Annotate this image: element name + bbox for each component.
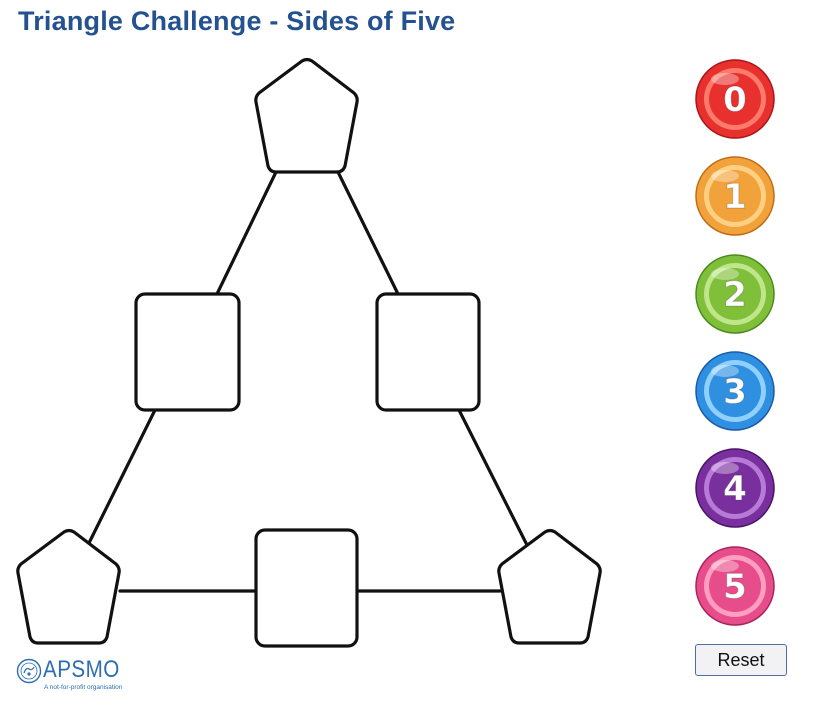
page-title: Triangle Challenge - Sides of Five: [18, 6, 456, 36]
counter-5[interactable]: 5: [695, 546, 775, 626]
counter-2-label: 2: [723, 275, 747, 315]
counter-2[interactable]: 2: [695, 254, 775, 334]
slot-bottom-right-vertex[interactable]: [497, 528, 602, 645]
counter-1[interactable]: 1: [695, 156, 775, 236]
reset-button[interactable]: Reset: [695, 644, 787, 676]
apsmo-emblem-icon: [16, 658, 42, 684]
counter-0-label: 0: [723, 80, 747, 120]
logo-tagline: A not-for-profit organisation: [44, 684, 123, 691]
counter-4-label: 4: [723, 469, 747, 509]
slot-left-side[interactable]: [134, 292, 241, 412]
counter-1-label: 1: [723, 177, 747, 217]
slot-bottom-left-vertex[interactable]: [16, 528, 121, 645]
counter-0[interactable]: 0: [695, 59, 775, 139]
logo-wordmark: APSMO: [43, 656, 120, 683]
edge-right-lower: [457, 408, 529, 547]
triangle-board: [16, 57, 602, 648]
counter-3-label: 3: [723, 372, 747, 412]
slot-bottom-side[interactable]: [254, 528, 359, 648]
counter-3[interactable]: 3: [695, 351, 775, 431]
counter-5-label: 5: [723, 567, 747, 607]
slot-right-side[interactable]: [375, 292, 481, 412]
edge-left-lower: [86, 408, 157, 547]
slot-top-vertex[interactable]: [254, 57, 359, 174]
apsmo-logo: APSMO A not-for-profit organisation: [16, 656, 136, 696]
edge-top-right: [336, 170, 400, 296]
counter-4[interactable]: 4: [695, 448, 775, 528]
edge-top-left: [215, 170, 278, 296]
